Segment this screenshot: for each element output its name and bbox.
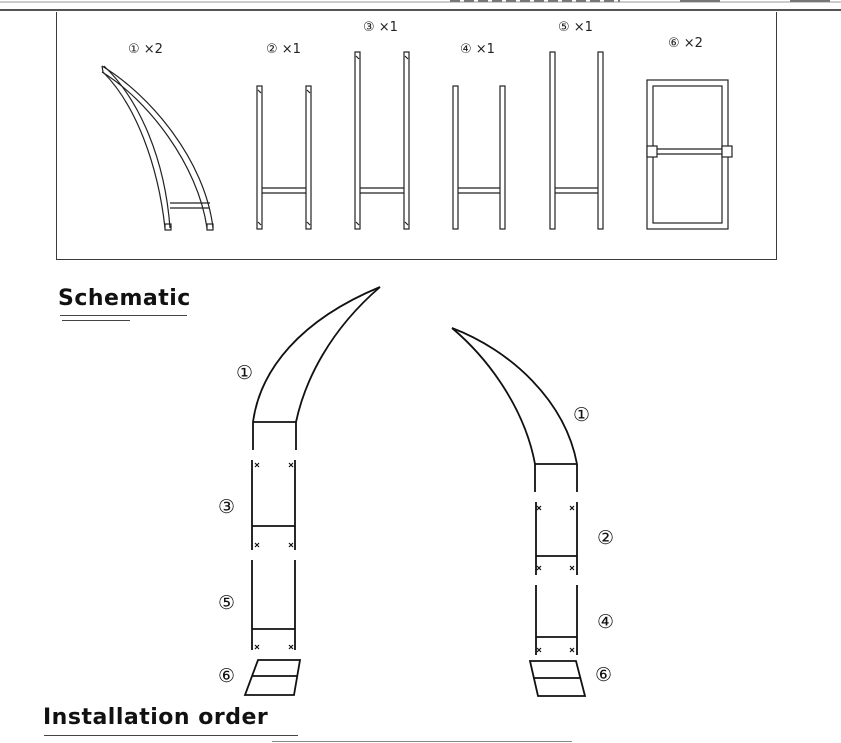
top-strip (0, 0, 841, 11)
part-label-5: ⑤ ×1 (558, 20, 593, 35)
right-callout-1: ① (573, 404, 591, 426)
parts-list-box (56, 12, 777, 260)
part-label-3: ③ ×1 (363, 20, 398, 35)
left-callout-1: ① (236, 362, 254, 384)
bottom-rule (272, 741, 572, 742)
right-callout-2: ② (597, 527, 615, 549)
left-callout-6: ⑥ (218, 665, 236, 687)
schematic-underline-short (62, 320, 130, 321)
part-5-frame-drawing (549, 51, 604, 230)
part-label-6: ⑥ ×2 (668, 36, 703, 51)
right-callout-4: ④ (597, 611, 615, 633)
installation-underline (44, 735, 298, 736)
part-label-4: ④ ×1 (460, 42, 495, 57)
left-callout-5: ⑤ (218, 592, 236, 614)
schematic-heading: Schematic (58, 286, 191, 311)
schematic-underline (60, 315, 187, 316)
part-label-2: ② ×1 (266, 42, 301, 57)
installation-order-heading: Installation order (43, 705, 269, 730)
part-2-frame-drawing (256, 85, 312, 230)
part-4-frame-drawing (452, 85, 506, 230)
part-6-base-drawing (646, 79, 733, 230)
part-label-1: ① ×2 (128, 42, 163, 57)
right-callout-6: ⑥ (595, 664, 613, 686)
left-arch (243, 286, 381, 696)
part-3-frame-drawing (354, 51, 410, 230)
left-callout-3: ③ (218, 496, 236, 518)
part-1-curve-drawing (101, 65, 214, 231)
right-arch (451, 327, 587, 697)
